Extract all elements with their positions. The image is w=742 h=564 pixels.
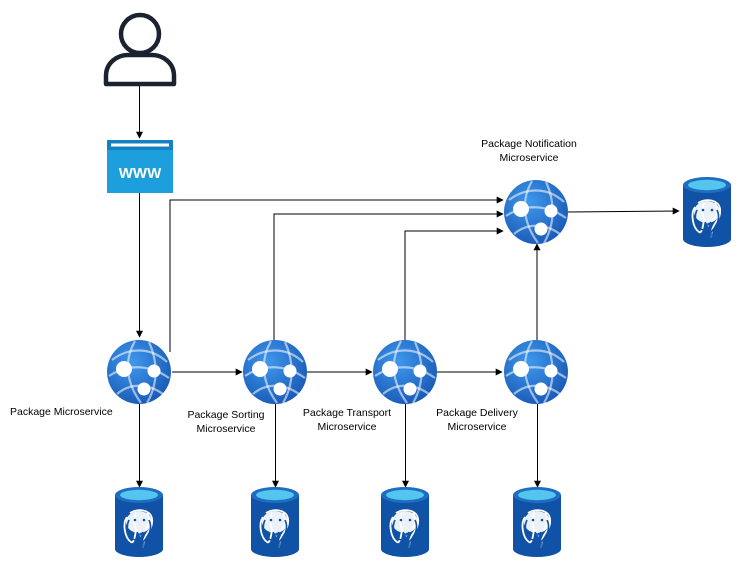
package-microservice-icon (105, 338, 173, 406)
edge-notification-to-db (567, 207, 680, 215)
browser-www-label: WWW (119, 165, 162, 182)
delivery-postgresql-database-icon (512, 486, 562, 558)
package-postgresql-database-icon (114, 486, 164, 558)
package-delivery-microservice-icon (502, 338, 570, 406)
edge-sorting-to-notification (273, 210, 504, 340)
edge-package-to-notification (169, 196, 504, 352)
browser-www-icon: WWW (107, 140, 173, 193)
notification-postgresql-database-icon (682, 176, 732, 248)
sorting-postgresql-database-icon (250, 486, 300, 558)
package-transport-microservice-icon (371, 338, 439, 406)
package-notification-microservice-icon (502, 178, 570, 246)
user-icon (103, 12, 177, 87)
edge-transport-to-notification (404, 227, 504, 340)
label-package-microservice: Package Microservice (10, 406, 113, 418)
connectors (136, 86, 680, 488)
transport-postgresql-database-icon (380, 486, 430, 558)
package-sorting-microservice-icon (241, 338, 309, 406)
